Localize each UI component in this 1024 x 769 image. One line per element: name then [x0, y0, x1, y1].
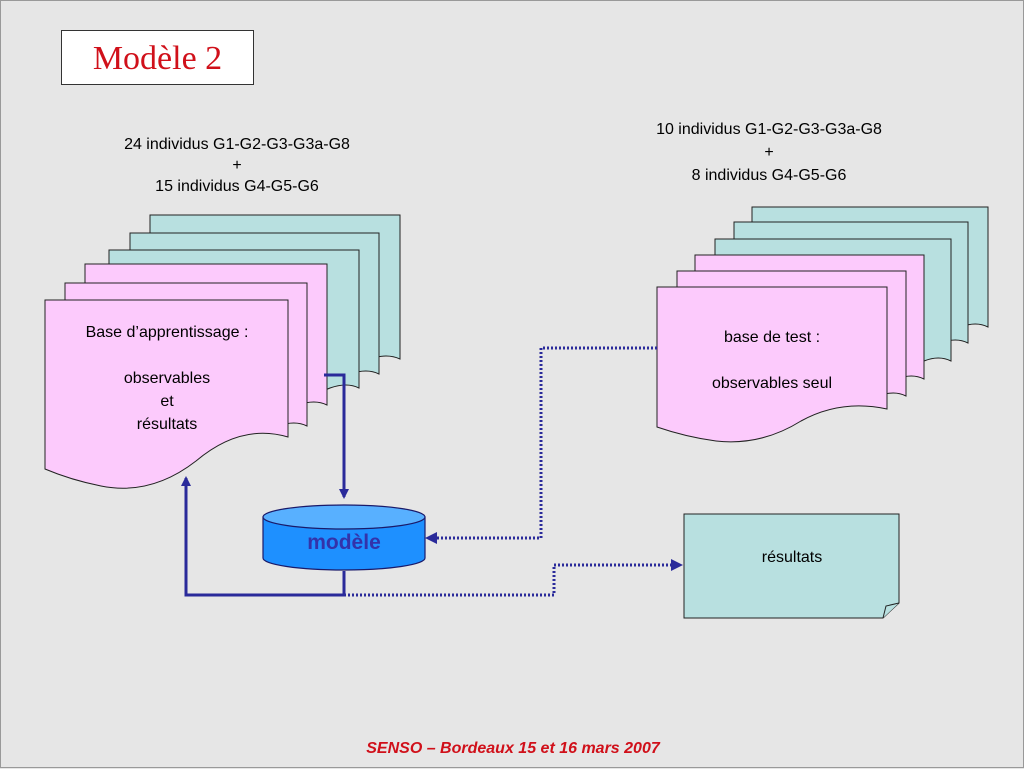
test-caption-line: + [764, 144, 774, 161]
training-doc-text: Base d’apprentissage : observables et ré… [45, 321, 289, 436]
training-doc-line [45, 344, 289, 367]
slide-title: Modèle 2 [92, 40, 223, 77]
arrow-training-to-model [324, 373, 349, 499]
arrow-model-to-training [181, 476, 346, 597]
arrowhead-model-to-results [671, 559, 683, 571]
test-doc-line: base de test : [723, 329, 821, 346]
footer: SENSO – Bordeaux 15 et 16 mars 2007 [366, 740, 660, 757]
test-doc-text: base de test : observables seul [657, 326, 887, 395]
training-caption-line: 24 individus G1-G2-G3-G3a-G8 [124, 136, 350, 153]
arrow-test-to-model [437, 346, 657, 540]
model-cylinder [262, 504, 426, 571]
results-document-fold [882, 602, 900, 619]
test-caption: 10 individus G1-G2-G3-G3a-G8 + 8 individ… [593, 118, 945, 187]
arrow-model-to-results [344, 563, 671, 597]
training-caption-line: 15 individus G4-G5-G6 [155, 178, 319, 195]
test-doc-line: observables seul [711, 375, 833, 392]
test-caption-line: 8 individus G4-G5-G6 [691, 167, 847, 184]
training-doc-line: Base d’apprentissage : [85, 324, 249, 341]
training-doc-line: et [160, 393, 174, 410]
training-caption-line: + [232, 157, 242, 174]
training-doc-line: résultats [136, 416, 198, 433]
test-document-stack [656, 206, 989, 443]
training-caption: 24 individus G1-G2-G3-G3a-G8 + 15 indivi… [61, 134, 413, 197]
test-doc-line [657, 349, 887, 372]
training-doc-front [44, 299, 289, 489]
training-doc-line: observables [123, 370, 211, 387]
arrowhead-test-to-model [425, 532, 437, 544]
title-box: Modèle 2 [61, 30, 254, 85]
results-label: résultats [761, 549, 823, 566]
model-label: modèle [307, 531, 381, 554]
training-document-stack [44, 214, 401, 489]
test-doc-front [656, 286, 888, 443]
test-caption-line: 10 individus G1-G2-G3-G3a-G8 [656, 121, 882, 138]
